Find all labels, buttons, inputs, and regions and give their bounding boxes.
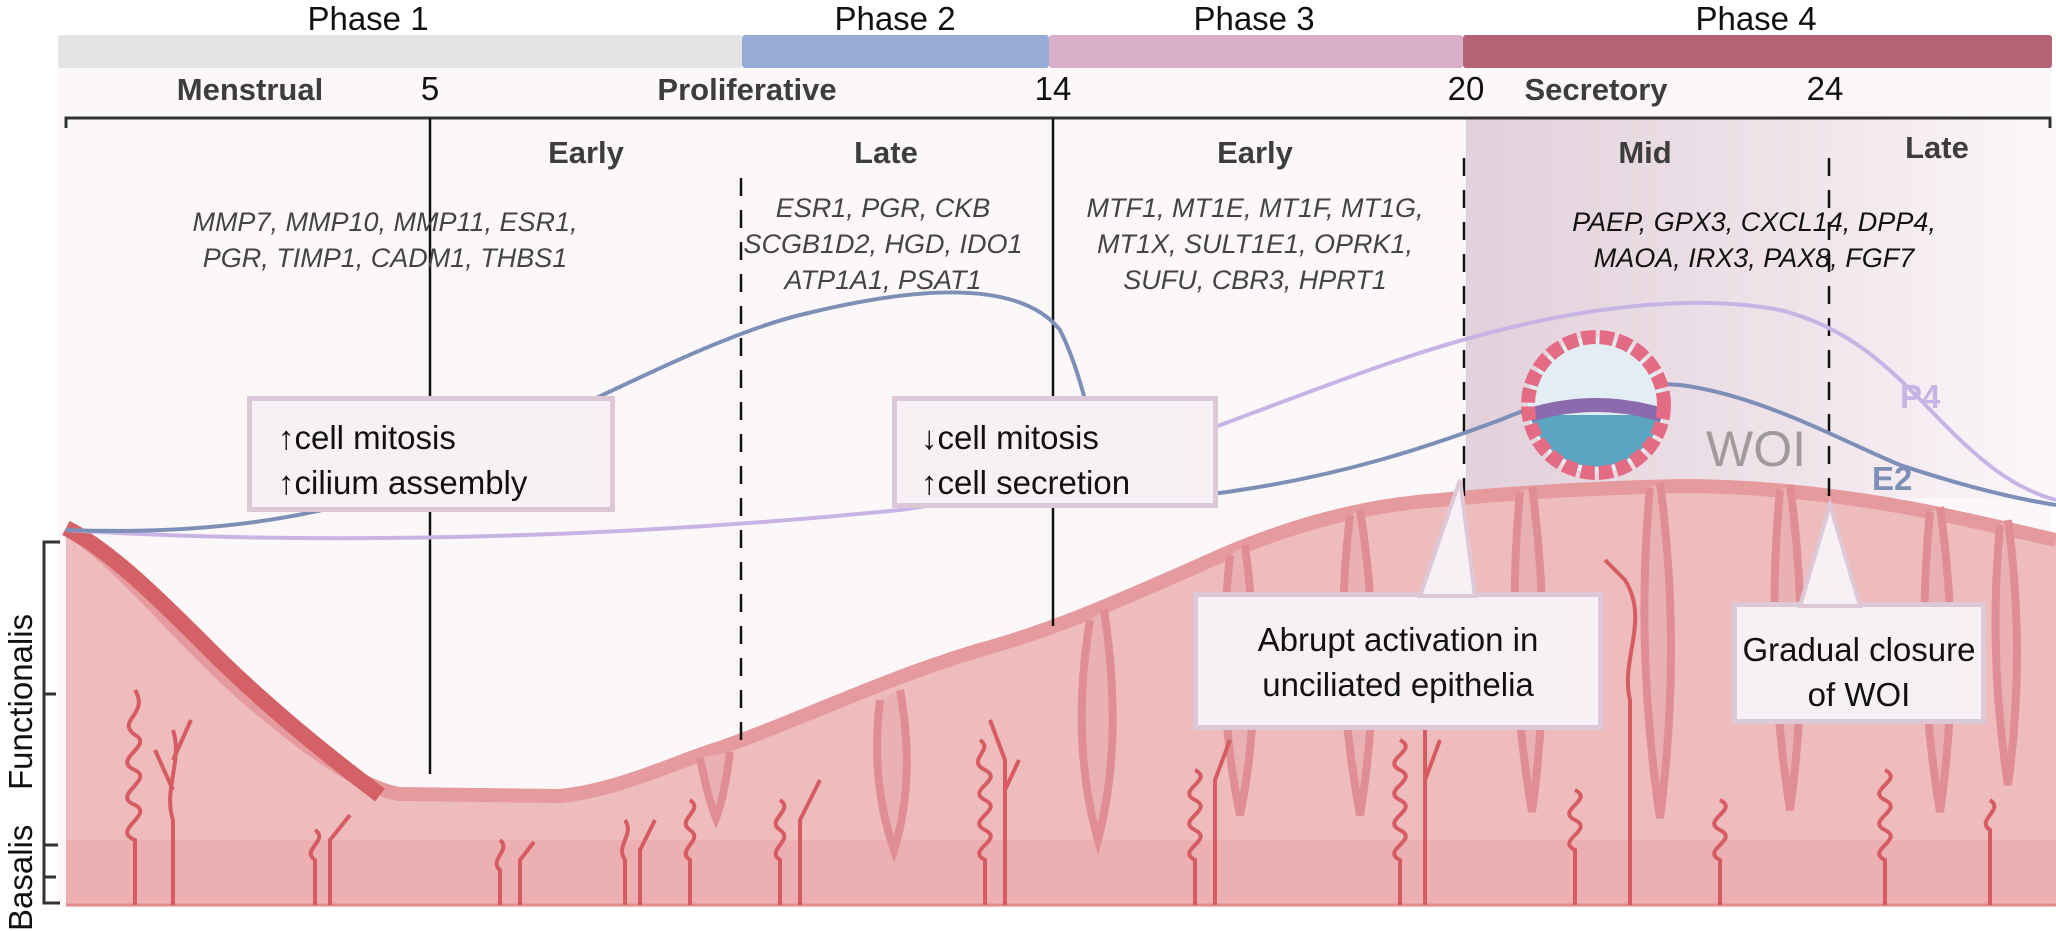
stage-menstrual: Menstrual	[176, 72, 324, 107]
woi-label: WOI	[1706, 421, 1806, 477]
day-5: 5	[420, 70, 440, 107]
genes-late-proliferative: ESR1, PGR, CKB SCGB1D2, HGD, IDO1 ATP1A1…	[743, 193, 1023, 295]
spiral-artery	[773, 779, 822, 905]
gland	[696, 751, 734, 829]
phase-3-label: Phase 3	[1193, 0, 1315, 37]
gland	[1640, 482, 1675, 819]
genes-mid-secretory: PAEP, GPX3, CXCL14, DPP4, MAOA, IRX3, PA…	[1572, 207, 1936, 273]
phase-1-label: Phase 1	[307, 0, 429, 37]
timeline-bracket	[64, 116, 2052, 128]
phase-bar-4	[1463, 35, 2052, 68]
callout-proliferative: ↑cell mitosis ↑cilium assembly	[247, 396, 615, 512]
spiral-artery	[494, 838, 536, 905]
stage-secretory: Secretory	[1524, 72, 1668, 107]
genes-early-proliferative: MMP7, MMP10, MMP11, ESR1, PGR, TIMP1, CA…	[192, 207, 578, 273]
spiral-artery	[308, 813, 352, 905]
stage-proliferative: Proliferative	[657, 72, 837, 107]
spiral-artery	[683, 798, 697, 905]
spiral-artery	[1877, 768, 1893, 905]
substage-prolif-late: Late	[854, 135, 918, 170]
phase-2-label: Phase 2	[834, 0, 956, 37]
spiral-artery	[1712, 798, 1728, 905]
spiral-artery	[153, 719, 193, 905]
functionalis-label: Functionalis	[2, 613, 39, 790]
callout-gradual-closure: Gradual closure of WOI	[1732, 602, 1986, 724]
day-24: 24	[1806, 70, 1844, 107]
spiral-artery	[1392, 738, 1408, 905]
spiral-artery	[620, 818, 657, 905]
phase-4-label: Phase 4	[1695, 0, 1817, 37]
blastocyst	[1521, 330, 1671, 480]
phase-bar-1	[58, 35, 742, 68]
basalis-label: Basalis	[2, 824, 39, 931]
basalis-band	[66, 840, 2056, 905]
phase-bar-3	[1049, 35, 1463, 68]
gland	[1077, 609, 1117, 856]
day-20: 20	[1447, 70, 1485, 107]
day-14: 14	[1034, 70, 1072, 107]
spiral-artery	[1187, 768, 1203, 905]
shedding-layer	[62, 520, 385, 802]
callout-secretory: ↓cell mitosis ↑cell secretion	[892, 396, 1218, 508]
substage-secr-early: Early	[1217, 135, 1293, 170]
spiral-artery	[988, 719, 1021, 905]
gland	[1991, 519, 2021, 786]
spiral-artery	[976, 738, 993, 905]
substage-secr-late: Late	[1905, 130, 1969, 165]
substage-prolif-early: Early	[548, 135, 624, 170]
genes-early-secretory: MTF1, MT1E, MT1F, MT1G, MT1X, SULT1E1, O…	[1086, 193, 1424, 295]
gland	[873, 689, 911, 863]
spiral-artery	[1213, 739, 1232, 905]
spiral-artery	[125, 688, 143, 905]
p4-label: P4	[1900, 378, 1941, 415]
e2-label: E2	[1872, 460, 1913, 497]
p4-curve	[65, 300, 2056, 541]
phase-bar-2	[742, 35, 1049, 68]
spiral-artery	[1983, 798, 1997, 905]
substage-secr-mid: Mid	[1618, 135, 1672, 170]
callout-abrupt-activation: Abrupt activation in unciliated epitheli…	[1193, 592, 1603, 730]
spiral-artery	[1603, 558, 1638, 905]
spiral-arteries	[125, 558, 1997, 905]
layer-bracket	[42, 540, 60, 905]
spiral-artery	[1567, 788, 1583, 905]
